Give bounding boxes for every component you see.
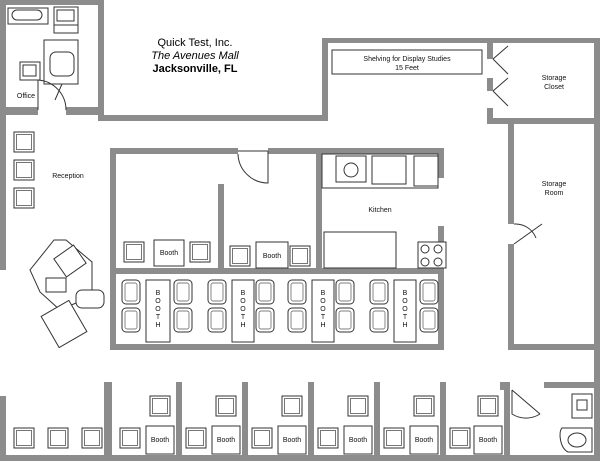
booth-label-upper-left: Booth [159, 250, 179, 257]
booth-door-top [237, 150, 269, 184]
company-name: Quick Test, Inc. [157, 37, 233, 49]
booth-label-upper-mid: Booth [262, 253, 282, 260]
booth-label-bottom-1: Booth [150, 437, 170, 444]
storage-closet-label: Storage Closet [541, 75, 567, 91]
bottom-booths [13, 395, 503, 455]
booth-label-bottom-4: Booth [348, 437, 368, 444]
reception-desk [29, 239, 105, 349]
city-name: Jacksonville, FL [152, 63, 238, 75]
reception-label: Reception [52, 173, 84, 180]
reception-chairs [13, 131, 35, 209]
storage-room-door [513, 223, 543, 245]
office-label: Office [16, 93, 36, 100]
shelving-label: Shelving for Display Studies 15 Feet [363, 56, 451, 72]
kitchen-label: Kitchen [368, 207, 392, 214]
booth-label-bottom-3: Booth [282, 437, 302, 444]
booth-label-bottom-2: Booth [216, 437, 236, 444]
shelving-unit [331, 49, 483, 75]
office-door [37, 79, 67, 111]
booth-label-bottom-5: Booth [414, 437, 434, 444]
restroom [511, 389, 593, 453]
venue-name: The Avenues Mall [151, 50, 239, 62]
kitchen [321, 153, 447, 269]
office-furniture [7, 6, 79, 101]
vertical-booths [121, 279, 439, 343]
storage-room-label: Storage Room [541, 181, 567, 197]
upper-booths [123, 239, 311, 269]
plan-title: Quick Test, Inc. The Avenues Mall Jackso… [120, 37, 270, 76]
booth-label-bottom-6: Booth [478, 437, 498, 444]
closet-doors [492, 45, 509, 107]
